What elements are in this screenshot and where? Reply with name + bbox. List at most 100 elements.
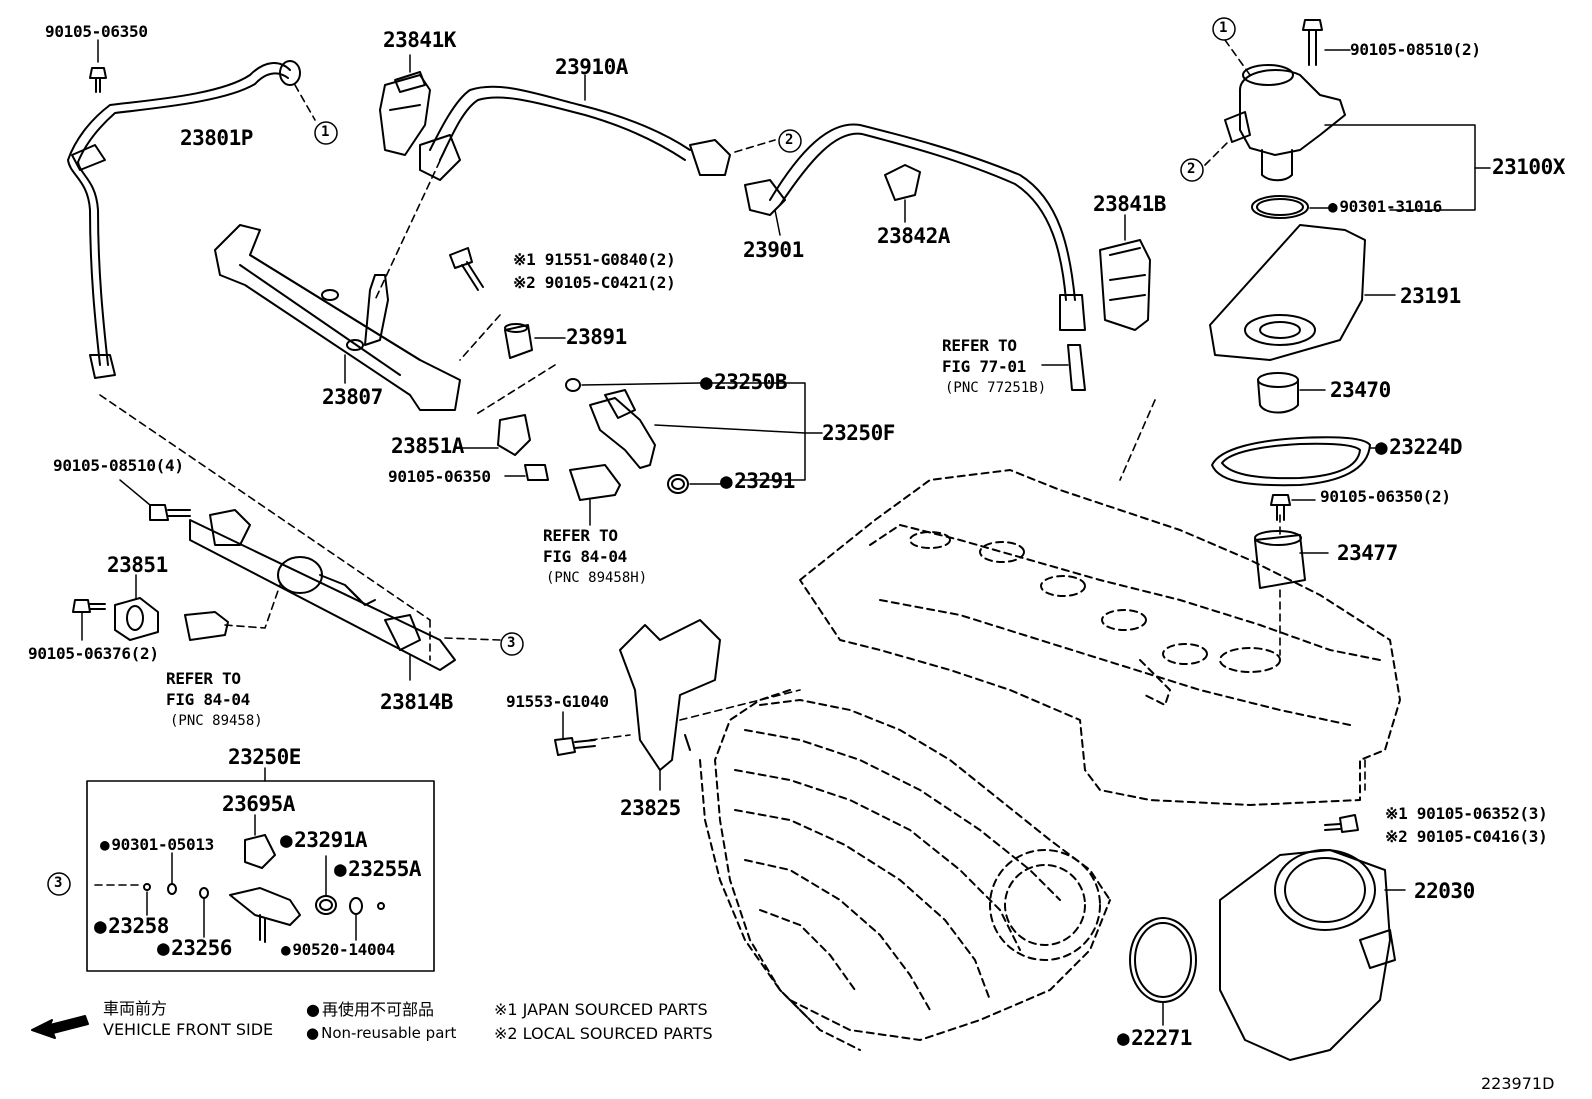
gasket-22271 (1129, 917, 1197, 1026)
part-label[interactable]: 90301-31016 (1328, 199, 1442, 215)
part-label[interactable]: 23250E (228, 745, 301, 769)
refer-text: REFER TO (942, 336, 1017, 355)
bolt-90105-06352 (1324, 814, 1359, 833)
bracket-23825 (619, 619, 721, 791)
part-label[interactable]: 23807 (322, 385, 383, 409)
bolt-90105-06350-top (89, 39, 107, 93)
refer-text: FIG 84-04 (543, 547, 627, 566)
delivery-pipe-23814B (189, 509, 456, 681)
clamp-23851A (459, 414, 531, 456)
sensor-89458 (184, 611, 229, 641)
hose-23801P (67, 60, 301, 379)
part-label[interactable]: 90105-06376(2) (28, 644, 159, 663)
legend-local: ※2 LOCAL SOURCED PARTS (494, 1024, 713, 1043)
connector-23841K (379, 54, 431, 156)
part-label[interactable]: 23256 (157, 938, 232, 959)
part-label[interactable]: 23255A (334, 859, 421, 880)
clip-23842A (884, 164, 921, 223)
part-label[interactable]: 23250B (700, 372, 787, 393)
part-label[interactable]: 23814B (380, 690, 453, 714)
part-label[interactable]: 23224D (1375, 437, 1462, 458)
part-label[interactable]: 23841K (383, 28, 456, 52)
injector-23250F (589, 382, 823, 481)
part-label[interactable]: 90105-06350 (388, 467, 491, 486)
part-label[interactable]: 23191 (1400, 284, 1461, 308)
legend-nonreuse-en: Non-reusable part (306, 1026, 456, 1041)
bolt-90105-08510-4 (119, 479, 191, 521)
part-label[interactable]: 90520-14004 (281, 942, 395, 958)
part-label[interactable]: 23842A (877, 224, 950, 248)
part-label[interactable]: 22271 (1117, 1028, 1192, 1049)
part-label[interactable]: 23291 (720, 471, 795, 492)
bolt-90105-06350-2 (1270, 494, 1316, 521)
part-label[interactable]: ※2 90105-C0416(3) (1385, 827, 1548, 846)
oring-23250B (565, 378, 701, 392)
gasket-23224D (1211, 436, 1381, 487)
refer-text: REFER TO (166, 669, 241, 688)
part-label[interactable]: 23851 (107, 553, 168, 577)
part-label[interactable]: 91553-G1040 (506, 692, 609, 711)
refer-text: (PNC 89458H) (546, 570, 648, 586)
refer-text: FIG 77-01 (942, 357, 1026, 376)
insulator-23191 (1209, 224, 1396, 361)
part-label[interactable]: ※1 90105-06352(3) (1385, 804, 1548, 823)
part-label[interactable]: 23901 (743, 238, 804, 262)
engine-block (699, 469, 1401, 1051)
part-label[interactable]: ※1 91551-G0840(2) (513, 250, 676, 269)
lifter-23470 (1257, 372, 1326, 414)
part-label[interactable]: 23477 (1337, 541, 1398, 565)
bolt-91551-G0840 (449, 247, 484, 291)
bolt-90105-08510-2 (1302, 19, 1351, 66)
sensor-23851 (114, 574, 159, 641)
callout-2: 2 (785, 132, 794, 148)
part-label[interactable]: 23801P (180, 126, 253, 150)
part-label[interactable]: 23258 (94, 916, 169, 937)
refer-text: (PNC 77251B) (945, 380, 1047, 396)
part-label[interactable]: 23825 (620, 796, 681, 820)
part-label[interactable]: 23100X (1492, 155, 1565, 179)
collar-23891 (504, 323, 566, 359)
seal-23291 (667, 474, 721, 494)
bolt-91553-G1040 (554, 711, 596, 756)
part-label[interactable]: 90105-08510(2) (1350, 40, 1481, 59)
legend-front-en: VEHICLE FRONT SIDE (103, 1020, 274, 1039)
legend-japan: ※1 JAPAN SOURCED PARTS (494, 1000, 708, 1019)
part-label[interactable]: 23851A (391, 434, 464, 458)
part-label[interactable]: 23250F (822, 421, 895, 445)
callout-3: 3 (507, 635, 516, 651)
callout-2: 2 (1187, 161, 1196, 177)
part-label[interactable]: 23841B (1093, 192, 1166, 216)
part-label[interactable]: 23695A (222, 792, 295, 816)
refer-text: FIG 84-04 (166, 690, 250, 709)
part-label[interactable]: 23891 (566, 325, 627, 349)
part-label[interactable]: 90105-06350(2) (1320, 487, 1451, 506)
bolt-90105-06350-mid (504, 464, 549, 481)
callout-3: 3 (54, 875, 63, 891)
callout-1: 1 (1219, 20, 1228, 36)
fuel-rail-23807 (214, 224, 461, 411)
legend-nonreuse-jp: 再使用不可部品 (306, 1002, 434, 1018)
part-label[interactable]: 23470 (1330, 378, 1391, 402)
callout-1: 1 (321, 124, 330, 140)
part-label[interactable]: 90105-08510(4) (53, 456, 184, 475)
refer-text: (PNC 89458) (170, 713, 263, 729)
bracket-23841B (1099, 214, 1151, 331)
kit-box-23250E (86, 767, 435, 972)
harness-23910A (419, 74, 731, 181)
throttle-body-22030 (1219, 849, 1406, 1061)
part-label[interactable]: 90105-06350 (45, 22, 148, 41)
refer-text: REFER TO (543, 526, 618, 545)
pump-23100X (1224, 64, 1491, 211)
part-label[interactable]: 90301-05013 (100, 837, 214, 853)
part-label[interactable]: 23910A (555, 55, 628, 79)
front-arrow-icon (31, 1015, 89, 1039)
callout-circles (47, 17, 1236, 896)
pipe-77251B (1041, 344, 1086, 391)
oring-90301-31016 (1251, 195, 1331, 219)
legend-front-jp: 車両前方 (103, 999, 168, 1018)
part-label[interactable]: ※2 90105-C0421(2) (513, 273, 676, 292)
part-label[interactable]: 22030 (1414, 879, 1475, 903)
part-label[interactable]: 23291A (280, 830, 367, 851)
